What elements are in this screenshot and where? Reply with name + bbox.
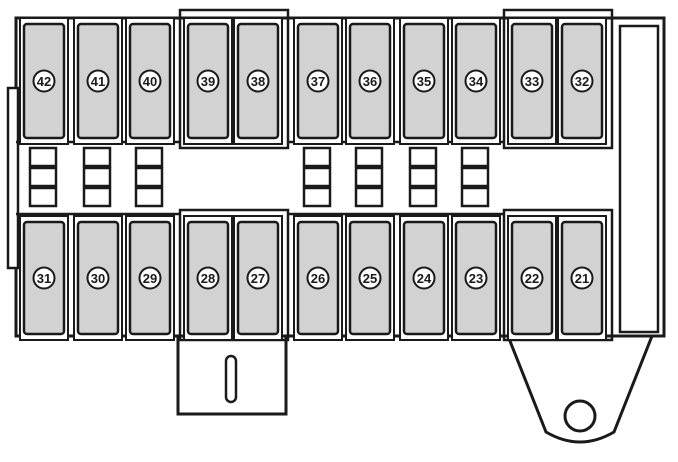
fuse-number-circle: [570, 266, 594, 290]
fuse-number-label: 24: [417, 271, 432, 286]
fuse-number-circle: [86, 266, 110, 290]
fuse-28: 28: [183, 215, 233, 341]
terminal-block: [82, 166, 112, 188]
terminal-block: [302, 146, 332, 168]
fuse-number-label: 37: [311, 74, 325, 89]
fuse-number-circle: [138, 69, 162, 93]
fuse-number-circle: [246, 69, 270, 93]
fuse-number-circle: [138, 266, 162, 290]
fuse-36: 36: [345, 17, 395, 145]
frame-39-38: [178, 8, 290, 150]
terminal-block: [460, 166, 490, 188]
fuse-26: 26: [293, 215, 343, 341]
fuse-number-circle: [196, 266, 220, 290]
terminal-block: [134, 186, 164, 208]
fuse-number-label: 27: [251, 271, 265, 286]
mounting-ear: [505, 334, 655, 444]
fuse-25: 25: [345, 215, 395, 341]
terminal-block: [28, 166, 58, 188]
fuse-number-circle: [520, 69, 544, 93]
terminal-block: [302, 166, 332, 188]
left-clip: [6, 86, 20, 270]
fuse-34: 34: [451, 17, 501, 145]
fuse-32: 32: [557, 17, 607, 145]
fuse-number-circle: [464, 266, 488, 290]
mounting-hole: [563, 399, 597, 433]
terminal-block: [134, 166, 164, 188]
fuse-number-label: 21: [575, 271, 589, 286]
fuse-40: 40: [125, 17, 175, 145]
fuse-number-label: 36: [363, 74, 377, 89]
fuse-35: 35: [399, 17, 449, 145]
fuse-31: 31: [19, 215, 69, 341]
fuse-number-label: 34: [469, 74, 484, 89]
fuse-number-label: 38: [251, 74, 265, 89]
fuse-22: 22: [507, 215, 557, 341]
fuse-21: 21: [557, 215, 607, 341]
fuse-number-label: 32: [575, 74, 589, 89]
terminal-block: [302, 186, 332, 208]
fuse-24: 24: [399, 215, 449, 341]
fuse-number-circle: [196, 69, 220, 93]
fuse-number-label: 22: [525, 271, 539, 286]
fuse-number-label: 41: [91, 74, 105, 89]
fuse-number-circle: [412, 266, 436, 290]
fuse-number-circle: [358, 266, 382, 290]
fuse-row-top: 42 41 40 39 38 37 36 35 34 33 32: [19, 17, 607, 145]
fuse-number-label: 31: [37, 271, 51, 286]
terminal-block: [82, 186, 112, 208]
terminal-block: [28, 146, 58, 168]
fuse-number-circle: [412, 69, 436, 93]
terminal-block: [354, 186, 384, 208]
fuse-33: 33: [507, 17, 557, 145]
fuse-number-circle: [32, 69, 56, 93]
terminal-block: [408, 146, 438, 168]
fuse-39: 39: [183, 17, 233, 145]
fuse-number-circle: [464, 69, 488, 93]
fuse-number-label: 40: [143, 74, 157, 89]
terminal-block: [82, 146, 112, 168]
fuse-number-label: 39: [201, 74, 215, 89]
fuse-number-label: 26: [311, 271, 325, 286]
fuse-23: 23: [451, 215, 501, 341]
fuse-row-bottom: 31 30 29 28 27 26 25 24 23 22 21: [19, 215, 607, 341]
fuse-number-label: 29: [143, 271, 157, 286]
terminal-block: [408, 186, 438, 208]
right-column: [618, 24, 660, 334]
terminal-block: [460, 186, 490, 208]
fuse-number-label: 25: [363, 271, 377, 286]
fuse-number-circle: [570, 69, 594, 93]
fuse-number-circle: [358, 69, 382, 93]
fuse-30: 30: [73, 215, 123, 341]
terminal-block: [134, 146, 164, 168]
terminal-block: [354, 166, 384, 188]
terminal-block: [408, 166, 438, 188]
fuse-number-label: 30: [91, 271, 105, 286]
fuse-number-circle: [246, 266, 270, 290]
fuse-37: 37: [293, 17, 343, 145]
fuse-number-label: 35: [417, 74, 431, 89]
terminal-block: [354, 146, 384, 168]
fuse-number-label: 28: [201, 271, 215, 286]
fuse-42: 42: [19, 17, 69, 145]
relay-column-group: [28, 146, 490, 208]
terminal-block: [460, 146, 490, 168]
connector-slot: [224, 354, 238, 404]
fuse-number-circle: [306, 266, 330, 290]
fuse-38: 38: [233, 17, 283, 145]
fuse-number-circle: [86, 69, 110, 93]
fuse-41: 41: [73, 17, 123, 145]
fuse-27: 27: [233, 215, 283, 341]
fuse-number-label: 33: [525, 74, 539, 89]
fuse-29: 29: [125, 215, 175, 341]
fuse-number-circle: [520, 266, 544, 290]
fuse-number-label: 23: [469, 271, 483, 286]
frame-33-32: [502, 8, 614, 150]
fuse-number-circle: [32, 266, 56, 290]
terminal-block: [28, 186, 58, 208]
fuse-number-circle: [306, 69, 330, 93]
fuse-number-label: 42: [37, 74, 51, 89]
